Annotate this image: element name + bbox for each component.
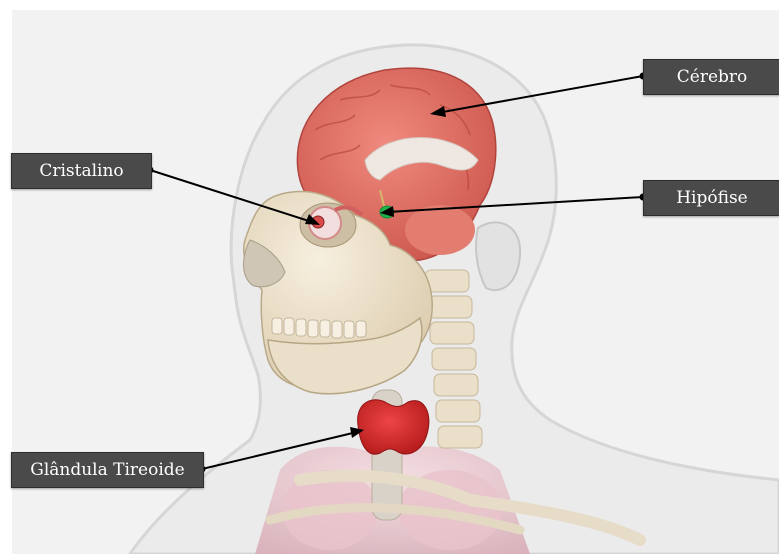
label-hipofise: Hipófise [643,180,779,216]
label-tireoide: Glândula Tireoide [11,452,204,488]
ear [476,222,520,290]
label-cristalino: Cristalino [11,153,152,189]
label-cerebro: Cérebro [643,59,779,95]
cerebellum [405,205,475,255]
thyroid-gland [358,400,429,454]
